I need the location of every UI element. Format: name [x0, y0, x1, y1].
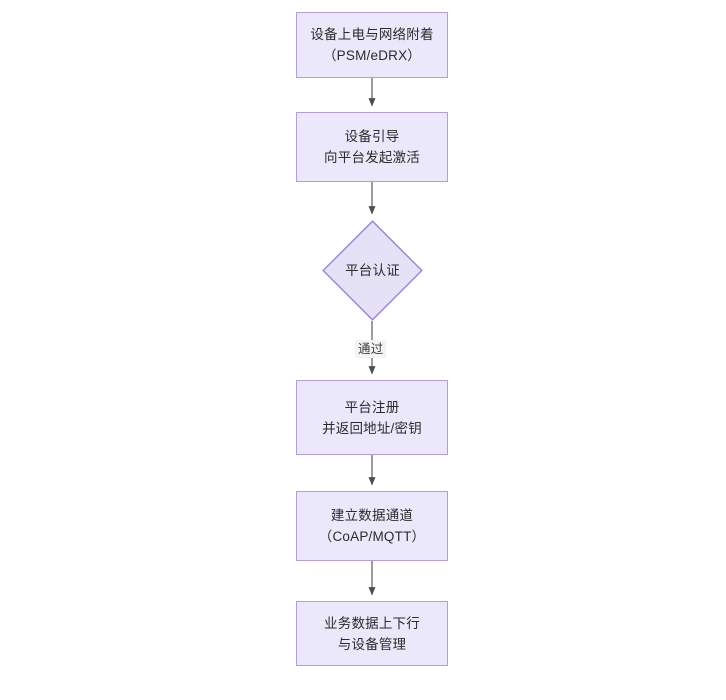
node-label-line-2: （CoAP/MQTT） — [318, 529, 426, 544]
node-label-line-1: 平台注册 — [344, 399, 400, 415]
node-label-line-2: 向平台发起激活 — [324, 150, 420, 165]
node-label-line-1: 设备上电与网络附着 — [310, 27, 434, 42]
node-label-line-1: 业务数据上下行 — [324, 615, 420, 631]
node-label-line-2: 并返回地址/密钥 — [322, 420, 422, 436]
node-label-line-2: 与设备管理 — [337, 636, 407, 652]
node-platform-register[interactable]: 平台注册 并返回地址/密钥 — [296, 380, 448, 455]
diamond-shape — [322, 220, 423, 321]
node-label-line-1: 平台认证 — [345, 262, 400, 278]
node-label-line-2: （PSM/eDRX） — [322, 48, 422, 63]
node-label-line-1: 设备引导 — [344, 129, 400, 144]
node-label-line-1: 建立数据通道 — [330, 508, 414, 523]
node-business-data-and-device-management[interactable]: 业务数据上下行 与设备管理 — [296, 601, 448, 666]
node-platform-auth-decision[interactable]: 平台认证 — [322, 220, 423, 321]
node-establish-data-channel[interactable]: 建立数据通道 （CoAP/MQTT） — [296, 491, 448, 561]
node-device-power-on[interactable]: 设备上电与网络附着 （PSM/eDRX） — [296, 12, 448, 78]
edge-label-pass: 通过 — [355, 340, 387, 358]
node-device-bootstrap[interactable]: 设备引导 向平台发起激活 — [296, 112, 448, 182]
